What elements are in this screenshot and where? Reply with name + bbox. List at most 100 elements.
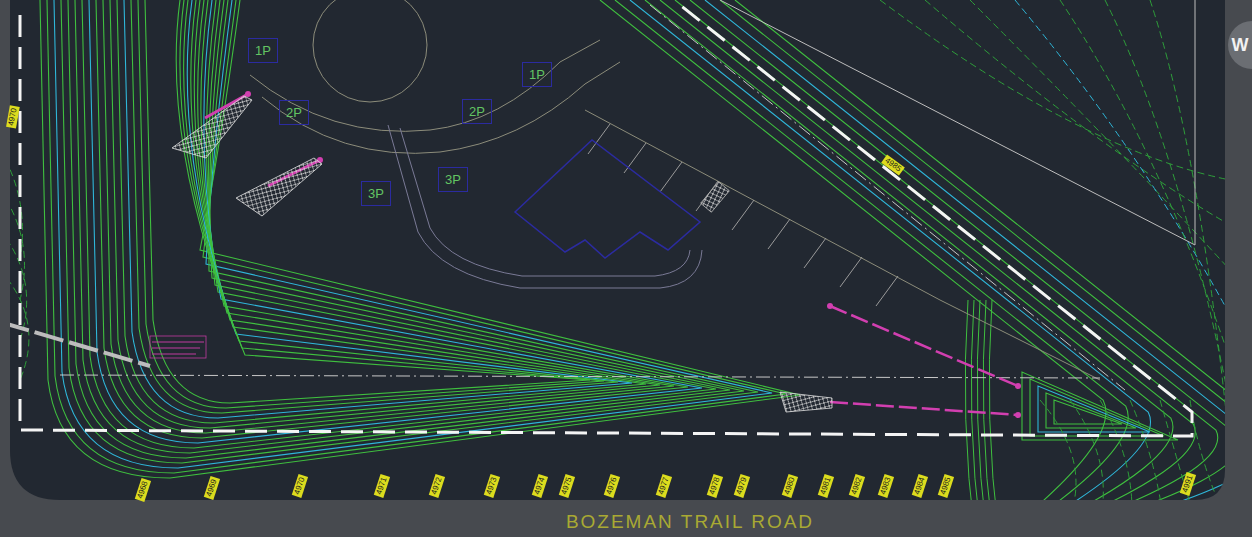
proposed-contour xyxy=(124,0,632,418)
main-building xyxy=(515,140,700,258)
building-label: 1P xyxy=(255,44,271,57)
inlet xyxy=(827,303,833,309)
proposed-contour xyxy=(660,0,1195,537)
existing-contour xyxy=(1015,0,1230,315)
parking-stripe xyxy=(732,200,754,230)
building-footprint: 1P xyxy=(248,38,278,63)
existing-contour xyxy=(1100,400,1132,537)
building-label: 2P xyxy=(286,106,302,119)
inlet xyxy=(1015,383,1021,389)
driveway xyxy=(400,128,690,276)
property-line xyxy=(20,5,1192,436)
proposed-contour xyxy=(103,0,674,433)
proposed-contour xyxy=(720,0,1252,537)
pond-contour xyxy=(1054,400,1122,424)
building-footprint: 3P xyxy=(438,167,468,192)
cul-de-sac xyxy=(313,0,427,102)
pond-contour xyxy=(1030,379,1164,436)
site-features xyxy=(0,0,1195,418)
existing-contour xyxy=(1070,400,1103,537)
lot-line xyxy=(720,0,1195,245)
proposed-contour xyxy=(690,0,1240,537)
existing-contour xyxy=(1105,0,1230,405)
proposed-contour xyxy=(615,0,1128,537)
parking-stripe xyxy=(624,143,646,173)
parking-stripe xyxy=(876,276,898,306)
proposed-contour xyxy=(600,0,1106,537)
setback-line xyxy=(650,5,1125,390)
culvert-pipe xyxy=(0,322,150,366)
drive-edge xyxy=(250,40,600,131)
building-label: 1P xyxy=(529,68,545,81)
existing-contour xyxy=(1150,0,1230,450)
driveway xyxy=(388,125,702,288)
proposed-contour xyxy=(117,0,646,423)
proposed-contour xyxy=(705,0,1252,537)
pond-contour xyxy=(1038,386,1150,432)
proposed-contour xyxy=(983,300,993,537)
dumpster-pad xyxy=(701,182,730,212)
building-footprint: 3P xyxy=(361,181,391,206)
proposed-contour xyxy=(96,0,688,438)
north-badge xyxy=(1228,21,1252,69)
existing-contour xyxy=(0,230,27,340)
building-label: 2P xyxy=(469,105,485,118)
pipe-callout-text-mark xyxy=(152,342,204,354)
drive-edge xyxy=(262,62,620,153)
pipe-callout xyxy=(150,336,206,358)
proposed-contour xyxy=(47,0,786,473)
proposed-contour xyxy=(131,0,618,413)
existing-contour xyxy=(1040,400,1076,537)
building-footprint: 2P xyxy=(279,100,309,125)
proposed-contour xyxy=(675,0,1218,537)
existing-contour xyxy=(880,0,1230,180)
proposed-contour xyxy=(68,0,744,458)
existing-contour xyxy=(1130,400,1165,537)
proposed-contour xyxy=(54,0,772,468)
north-arrow-letter: W xyxy=(1232,36,1249,54)
setback-line xyxy=(60,375,1100,378)
proposed-contour xyxy=(75,0,730,453)
parking-stripe xyxy=(660,162,682,192)
parking-stalls xyxy=(588,124,898,306)
building-label: 3P xyxy=(445,173,461,186)
parking-stripe xyxy=(588,124,610,154)
building-footprint: 2P xyxy=(462,99,492,124)
proposed-contour xyxy=(61,0,758,463)
riprap xyxy=(236,158,322,216)
proposed-contour xyxy=(110,0,660,428)
proposed-contour xyxy=(971,300,981,537)
existing-contour xyxy=(925,0,1230,225)
road-name: BOZEMAN TRAIL ROAD xyxy=(566,512,814,531)
existing-contour xyxy=(970,0,1230,270)
parking-stripe xyxy=(840,257,862,287)
building-footprint: 1P xyxy=(522,62,552,87)
proposed-contour xyxy=(989,300,999,537)
existing-contour xyxy=(1160,400,1200,537)
proposed-contour xyxy=(977,300,987,537)
existing-contour xyxy=(1190,400,1235,537)
proposed-contour xyxy=(965,300,975,537)
storm-pipe xyxy=(830,402,1018,415)
building-label: 3P xyxy=(368,187,384,200)
parking-edge xyxy=(585,110,1100,380)
riprap xyxy=(780,392,832,412)
proposed-contour xyxy=(645,0,1173,537)
existing-contour xyxy=(1060,0,1230,360)
inlet xyxy=(1015,412,1021,418)
proposed-contour xyxy=(145,0,590,403)
proposed-contour xyxy=(735,0,1252,537)
storm-pipe xyxy=(830,306,1018,386)
proposed-contour xyxy=(82,0,716,448)
inlet xyxy=(245,91,251,97)
proposed-contour xyxy=(89,0,702,443)
site-ground xyxy=(10,0,1225,500)
parking-stripe xyxy=(804,238,826,268)
pond-contour xyxy=(1046,393,1136,428)
riprap xyxy=(172,96,252,158)
pond-contour xyxy=(1022,372,1178,440)
parking-stripe xyxy=(768,219,790,249)
